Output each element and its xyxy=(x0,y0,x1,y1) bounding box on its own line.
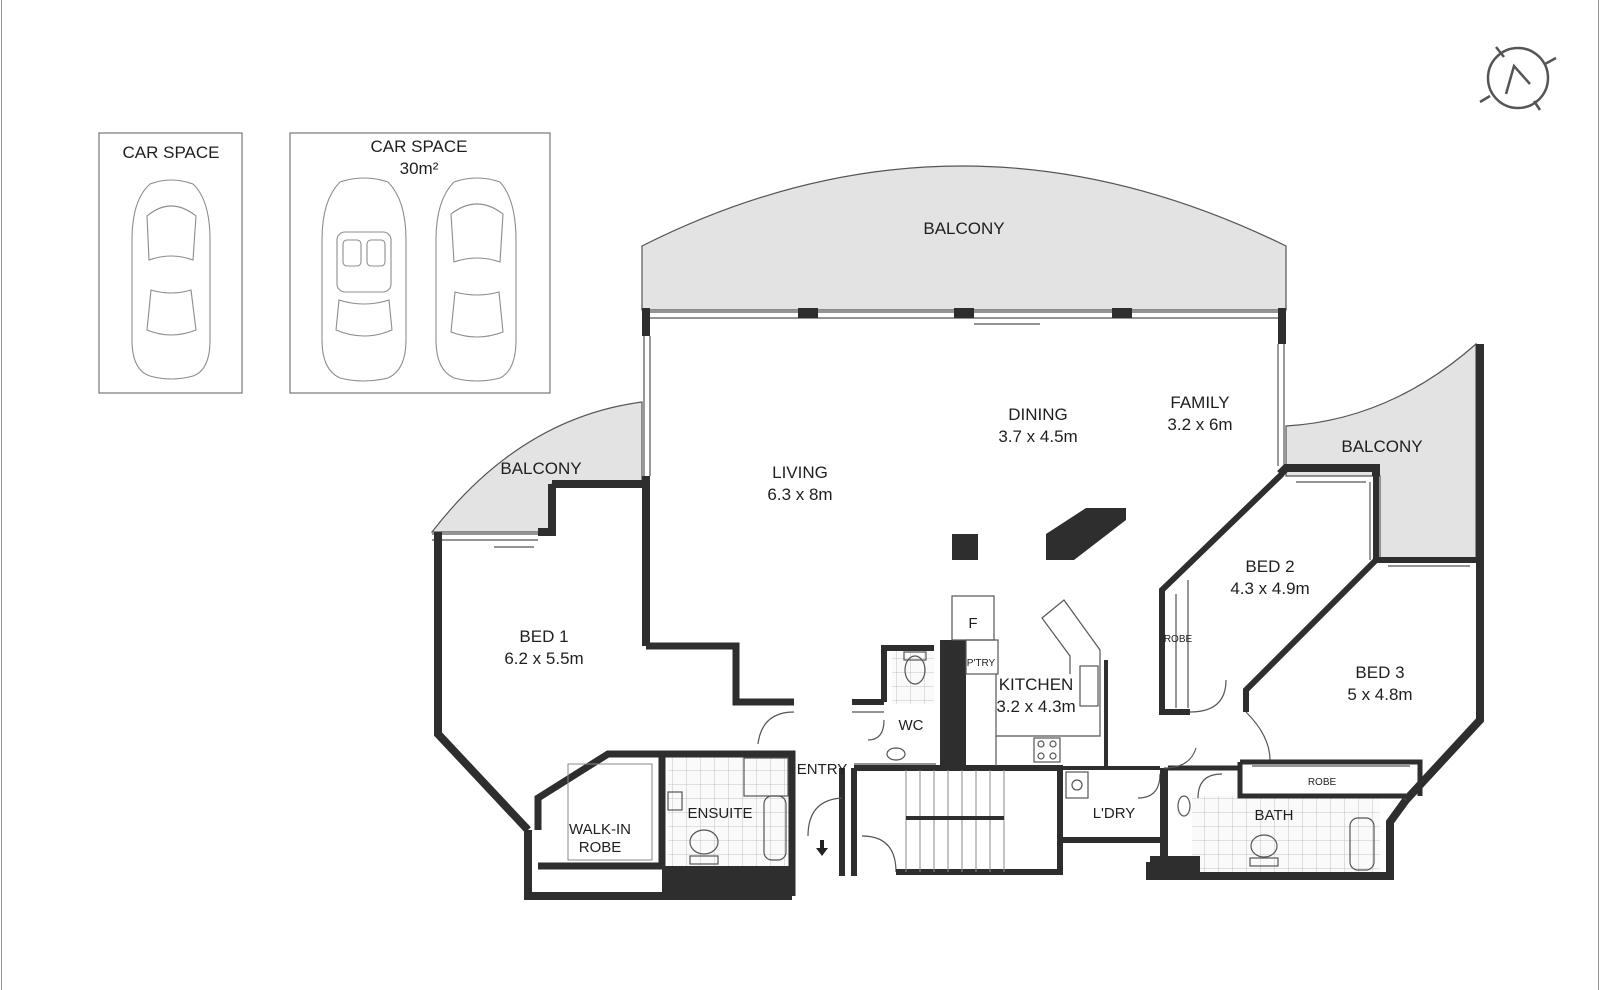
family-size: 3.2 x 6m xyxy=(1167,415,1232,434)
dining-name: DINING xyxy=(1008,405,1068,424)
ensuite-tiles xyxy=(668,754,792,866)
balcony-right-label: BALCONY xyxy=(1341,437,1422,456)
bath-label: BATH xyxy=(1255,807,1294,824)
car-icon xyxy=(435,177,517,382)
bed1-name: BED 1 xyxy=(519,627,568,646)
ensuite-label: ENSUITE xyxy=(687,805,752,822)
walls xyxy=(432,308,1484,900)
wc-label: WC xyxy=(899,717,924,734)
bed2-size: 4.3 x 4.9m xyxy=(1230,579,1309,598)
entry-arrow-icon xyxy=(816,840,828,856)
car-space-1-label: CAR SPACE xyxy=(123,143,220,162)
pantry-label: P'TRY xyxy=(967,658,996,669)
walkin-label-1: WALK-IN xyxy=(569,821,631,838)
walkin-label-2: ROBE xyxy=(579,839,622,856)
stairs xyxy=(905,770,1005,872)
entry-label: ENTRY xyxy=(797,761,848,778)
balcony-left xyxy=(430,401,643,533)
laundry-label: L'DRY xyxy=(1093,805,1136,822)
convertible-car-icon xyxy=(321,177,407,382)
room-labels: BALCONY BALCONY BALCONY LIVING 6.3 x 8m … xyxy=(500,219,1422,856)
car-space-1: CAR SPACE xyxy=(98,132,243,394)
balcony-top xyxy=(641,165,1287,311)
kitchen-size: 3.2 x 4.3m xyxy=(996,697,1075,716)
robe-bed3-label: ROBE xyxy=(1308,777,1337,788)
fridge-label: F xyxy=(968,615,977,632)
car-space-2: CAR SPACE 30m² xyxy=(289,132,551,394)
robe-bed2-label: ROBE xyxy=(1164,634,1193,645)
wc-tiles xyxy=(892,650,934,704)
dining-size: 3.7 x 4.5m xyxy=(998,427,1077,446)
living-name: LIVING xyxy=(772,463,828,482)
bath-tiles xyxy=(1192,796,1380,874)
balcony-left-label: BALCONY xyxy=(500,459,581,478)
bed1-size: 6.2 x 5.5m xyxy=(504,649,583,668)
family-name: FAMILY xyxy=(1170,393,1229,412)
car-icon xyxy=(131,179,211,380)
balcony-top-label: BALCONY xyxy=(923,219,1004,238)
car-space-2-area: 30m² xyxy=(400,159,439,178)
bed3-size: 5 x 4.8m xyxy=(1347,685,1412,704)
living-size: 6.3 x 8m xyxy=(767,485,832,504)
north-arrow-icon xyxy=(1479,46,1557,111)
kitchen-name: KITCHEN xyxy=(999,675,1074,694)
car-space-2-label: CAR SPACE xyxy=(371,137,468,156)
bed2-name: BED 2 xyxy=(1245,557,1294,576)
bed3-name: BED 3 xyxy=(1355,663,1404,682)
